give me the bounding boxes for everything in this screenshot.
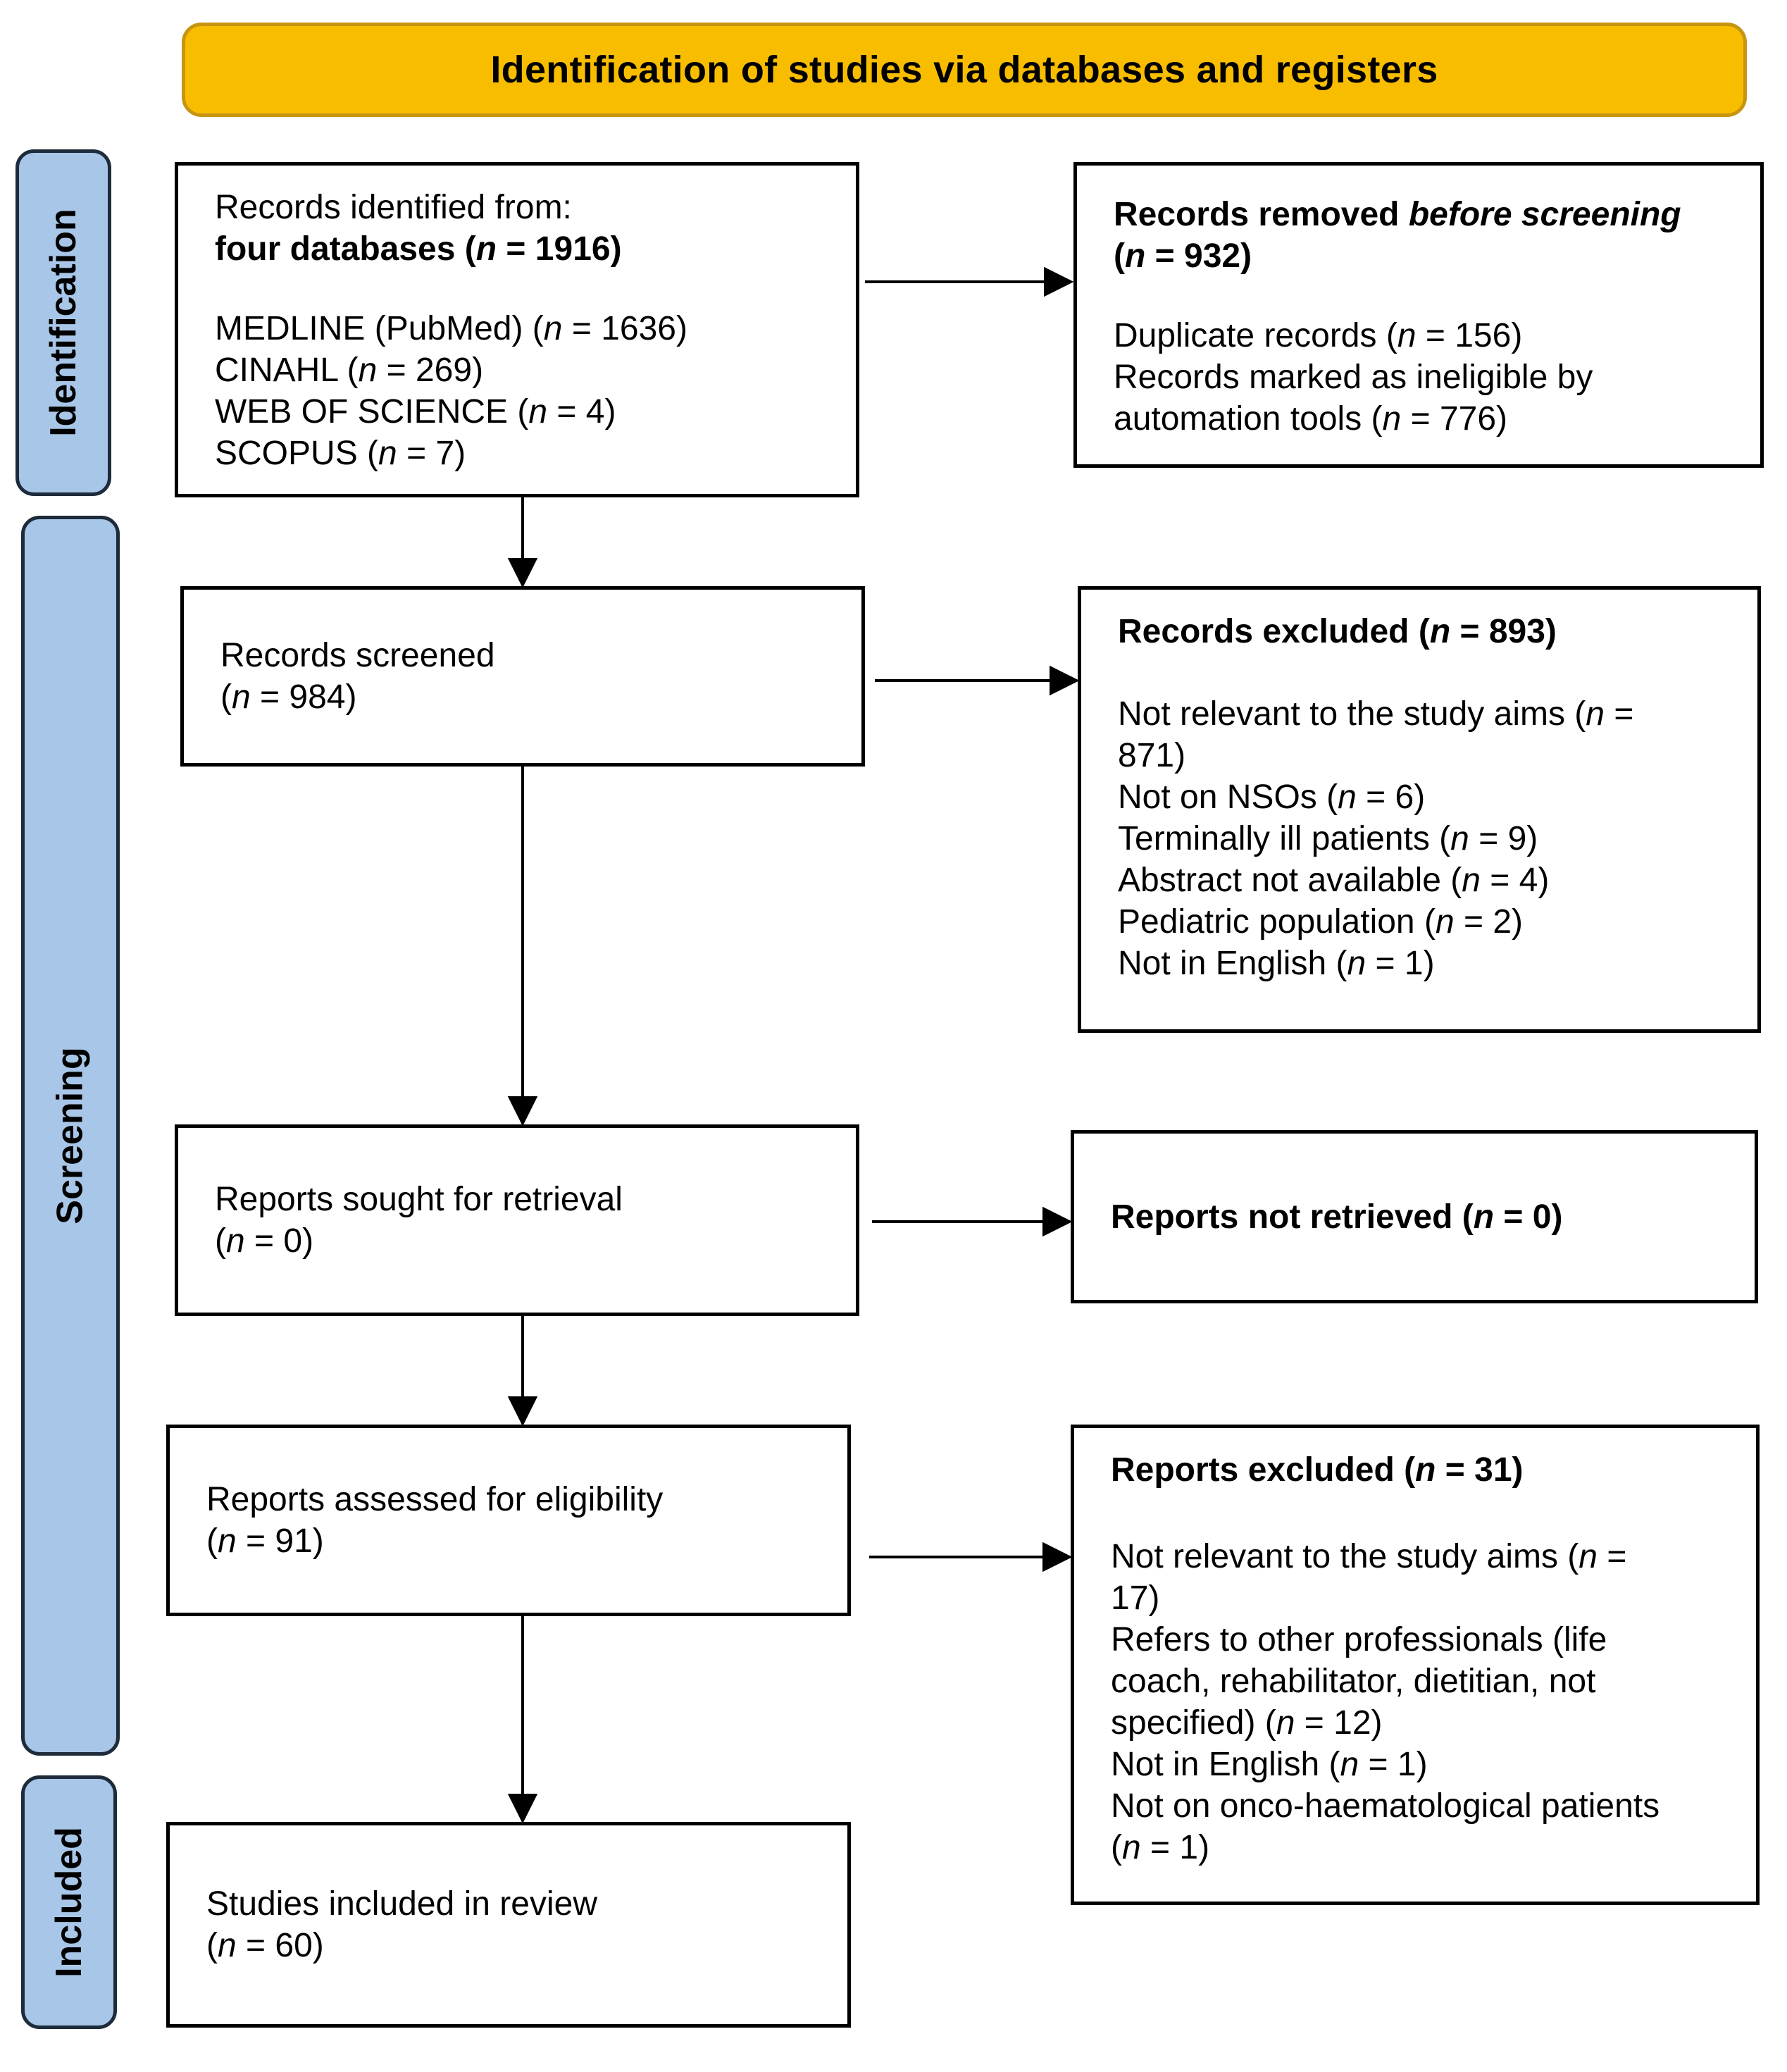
removed-item: Records marked as ineligible by xyxy=(1114,359,1593,396)
reports-excluded-item: 17) xyxy=(1111,1580,1160,1617)
identified-line1: Records identified from: xyxy=(215,189,572,226)
phase-identification: Identification xyxy=(15,149,111,496)
assessed-label: Reports assessed for eligibility xyxy=(206,1481,664,1518)
excluded-item: Not on NSOs (n = 6) xyxy=(1118,778,1426,816)
source-item: MEDLINE (PubMed) (n = 1636) xyxy=(215,310,687,347)
excluded-title: Records excluded (n = 893) xyxy=(1118,613,1557,650)
excluded-item: Not in English (n = 1) xyxy=(1118,945,1435,982)
phase-included: Included xyxy=(21,1775,117,2029)
removed-item: automation tools (n = 776) xyxy=(1114,400,1508,438)
included-count: (n = 60) xyxy=(206,1927,324,1964)
removed-title: Records removed before screening xyxy=(1114,196,1681,233)
reports-excluded-item: specified) (n = 12) xyxy=(1111,1704,1383,1742)
records-screened-box: Records screened (n = 984) xyxy=(180,586,865,767)
excluded-item: Not relevant to the study aims (n = xyxy=(1118,695,1634,733)
reports-excluded-item: coach, rehabilitator, dietitian, not xyxy=(1111,1663,1596,1700)
assessed-count: (n = 91) xyxy=(206,1522,324,1560)
screened-label: Records screened xyxy=(220,637,495,674)
excluded-item: Terminally ill patients (n = 9) xyxy=(1118,820,1538,857)
reports-excluded-item: Refers to other professionals (life xyxy=(1111,1621,1607,1658)
header-title: Identification of studies via databases … xyxy=(490,49,1438,91)
records-removed-box: Records removed before screening (n = 93… xyxy=(1073,162,1764,468)
source-item: CINAHL (n = 269) xyxy=(215,352,484,389)
screened-count: (n = 984) xyxy=(220,678,357,716)
source-item: WEB OF SCIENCE (n = 4) xyxy=(215,393,616,430)
reports-sought-box: Reports sought for retrieval (n = 0) xyxy=(175,1124,859,1316)
header-banner: Identification of studies via databases … xyxy=(182,23,1747,117)
reports-excluded-title: Reports excluded (n = 31) xyxy=(1111,1451,1524,1489)
records-excluded-box: Records excluded (n = 893) Not relevant … xyxy=(1078,586,1761,1033)
records-identified-box: Records identified from: four databases … xyxy=(175,162,859,497)
removed-title-count: (n = 932) xyxy=(1114,237,1252,275)
removed-item: Duplicate records (n = 156) xyxy=(1114,317,1523,354)
sought-count: (n = 0) xyxy=(215,1222,314,1260)
excluded-item: Pediatric population (n = 2) xyxy=(1118,903,1524,941)
reports-excluded-item: Not on onco-haematological patients xyxy=(1111,1787,1660,1825)
phase-screening: Screening xyxy=(21,516,120,1756)
identified-line2: four databases (n = 1916) xyxy=(215,230,622,268)
reports-excluded-item: Not relevant to the study aims (n = xyxy=(1111,1538,1627,1575)
studies-included-box: Studies included in review (n = 60) xyxy=(166,1822,851,2028)
reports-not-retrieved-box: Reports not retrieved (n = 0) xyxy=(1071,1130,1758,1303)
sought-label: Reports sought for retrieval xyxy=(215,1181,623,1218)
reports-assessed-box: Reports assessed for eligibility (n = 91… xyxy=(166,1425,851,1616)
reports-excluded-item: Not in English (n = 1) xyxy=(1111,1746,1428,1783)
not-retrieved-title: Reports not retrieved (n = 0) xyxy=(1111,1198,1563,1236)
source-item: SCOPUS (n = 7) xyxy=(215,435,466,472)
reports-excluded-box: Reports excluded (n = 31) Not relevant t… xyxy=(1071,1425,1760,1905)
included-label: Studies included in review xyxy=(206,1885,597,1923)
excluded-item: Abstract not available (n = 4) xyxy=(1118,862,1550,899)
reports-excluded-item: (n = 1) xyxy=(1111,1829,1210,1866)
excluded-item: 871) xyxy=(1118,737,1186,774)
